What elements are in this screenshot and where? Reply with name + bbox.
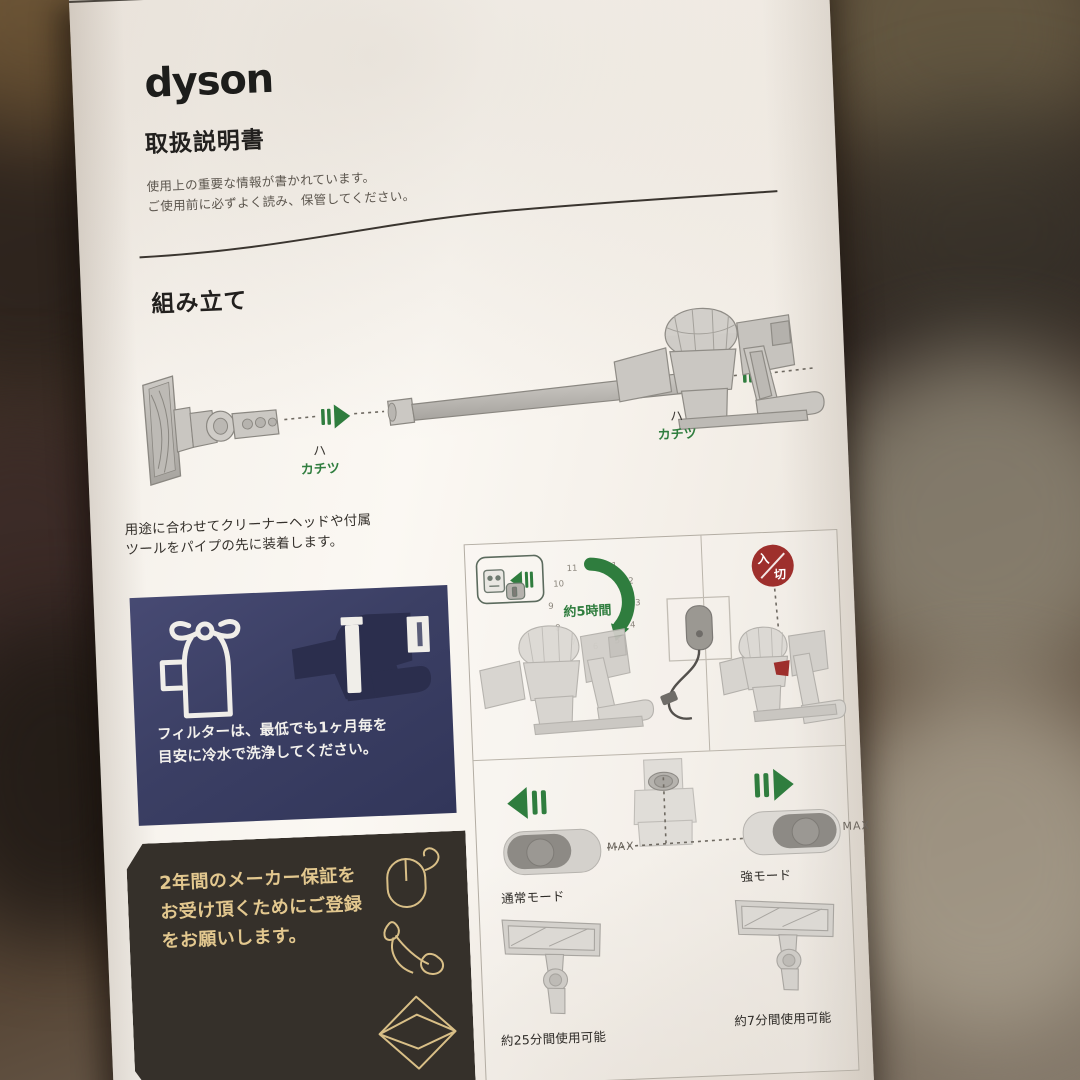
green-arrow-right-mode bbox=[754, 768, 794, 801]
manual-page: dyson 取扱説明書 使用上の重要な情報が書かれています。 ご使用前に必ずよく… bbox=[68, 0, 876, 1080]
outlet-plug-icon[interactable] bbox=[475, 554, 547, 607]
filter-panel: フィルターは、最低でも1ヶ月毎を 目安に冷水で洗浄してください。 bbox=[129, 585, 457, 826]
mode-connector-dots bbox=[607, 777, 755, 849]
warranty-panel: 2年間のメーカー保証を お受け頂くためにご登録 をお願いします。 bbox=[126, 831, 476, 1080]
power-onoff-badge: 入 切 bbox=[750, 543, 795, 588]
cleaner-head-icon-normal bbox=[501, 919, 601, 1015]
assembly-heading: 組み立て bbox=[150, 288, 248, 318]
warranty-panel-text: 2年間のメーカー保証を お受け頂くためにご登録 をお願いします。 bbox=[159, 860, 377, 956]
wavy-divider bbox=[139, 190, 778, 259]
click-label-right: カチツ bbox=[657, 426, 698, 444]
envelope-icon bbox=[374, 991, 463, 1074]
trigger-switch-icon bbox=[719, 626, 847, 725]
click-label-left: カチツ bbox=[300, 461, 341, 478]
max-label-strong: MAX bbox=[842, 818, 871, 834]
operations-panel: 12 1 2 3 4 5 6 7 8 9 10 11 約5時間 bbox=[463, 529, 870, 1080]
telephone-icon bbox=[377, 915, 456, 986]
mouse-icon bbox=[378, 843, 453, 912]
runtime-strong: 約7分間使用可能 bbox=[734, 1009, 832, 1029]
mode-label-strong: 強モード bbox=[740, 867, 792, 885]
page-title: 取扱説明書 bbox=[144, 127, 266, 159]
dyson-logo: dyson bbox=[143, 55, 274, 108]
charging-vacuum-icon bbox=[479, 625, 655, 736]
mode-label-normal: 通常モード bbox=[500, 888, 565, 907]
power-off-label: 切 bbox=[773, 567, 787, 582]
wall-outlet-icon bbox=[660, 595, 733, 720]
runtime-normal: 約25分間使用可能 bbox=[500, 1028, 607, 1049]
mode-slider-normal[interactable] bbox=[502, 827, 603, 876]
cleaner-head-icon bbox=[142, 375, 280, 486]
cleaner-head-icon-strong bbox=[734, 899, 835, 991]
faucet-icon bbox=[159, 619, 241, 719]
vacuum-filter-icon bbox=[291, 612, 432, 702]
vacuum-body-diagram bbox=[613, 307, 825, 431]
power-on-label: 入 bbox=[757, 551, 770, 567]
mode-slider-strong[interactable] bbox=[741, 808, 842, 857]
green-arrow-right-1 bbox=[320, 404, 351, 429]
green-arrow-left bbox=[507, 786, 547, 819]
